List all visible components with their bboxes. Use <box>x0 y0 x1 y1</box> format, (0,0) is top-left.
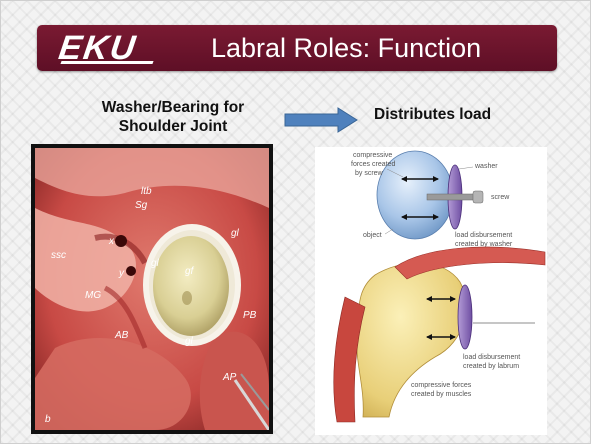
text-muscle-1: compressive forces <box>411 382 472 389</box>
label-ltb: ltb <box>141 186 152 197</box>
washer-bearing-label: Washer/Bearing for Shoulder Joint <box>83 98 263 136</box>
text-muscle-2: created by muscles <box>411 391 472 398</box>
label-ab: AB <box>114 330 129 341</box>
label-gl-3: gl <box>185 336 194 347</box>
slide-title: Labral Roles: Function <box>211 31 481 65</box>
distributes-load-label: Distributes load <box>374 105 491 124</box>
shoulder-photo: ltb Sg ssc x MG y gl gf gl AB gl PB AP b <box>31 144 273 434</box>
label-ssc: ssc <box>51 250 66 261</box>
label-sg: Sg <box>135 200 148 211</box>
right-arrow-icon <box>284 107 358 133</box>
label-b: b <box>45 414 51 425</box>
text-compressive-3: by screw <box>355 170 384 177</box>
text-screw: screw <box>491 194 510 201</box>
text-washer: washer <box>474 163 498 170</box>
label-y: y <box>118 268 125 279</box>
washer-bearing-line1: Washer/Bearing for <box>83 98 263 117</box>
washer-bearing-line2: Shoulder Joint <box>83 117 263 136</box>
washer-labrum-diagram: compressive forces created by screw wash… <box>315 147 547 435</box>
label-x: x <box>108 236 115 247</box>
shoulder-photo-image: ltb Sg ssc x MG y gl gf gl AB gl PB AP b <box>35 148 269 430</box>
text-load-2b: created by labrum <box>463 363 519 370</box>
label-gl-1: gl <box>151 258 160 269</box>
label-gf: gf <box>185 266 195 277</box>
label-mg: MG <box>85 290 101 301</box>
title-bar: EKU Labral Roles: Function <box>37 25 557 71</box>
text-load-1a: load disbursement <box>455 232 512 239</box>
text-object: object <box>363 232 382 239</box>
logo-underline <box>60 61 153 64</box>
label-gl-2: gl <box>231 228 240 239</box>
washer-labrum-illustration: compressive forces created by screw wash… <box>315 147 547 435</box>
text-compressive-2: forces created <box>351 161 395 168</box>
text-load-2a: load disbursement <box>463 354 520 361</box>
text-compressive-1: compressive <box>353 152 392 159</box>
label-ap: AP <box>222 372 237 383</box>
label-pb: PB <box>243 310 257 321</box>
